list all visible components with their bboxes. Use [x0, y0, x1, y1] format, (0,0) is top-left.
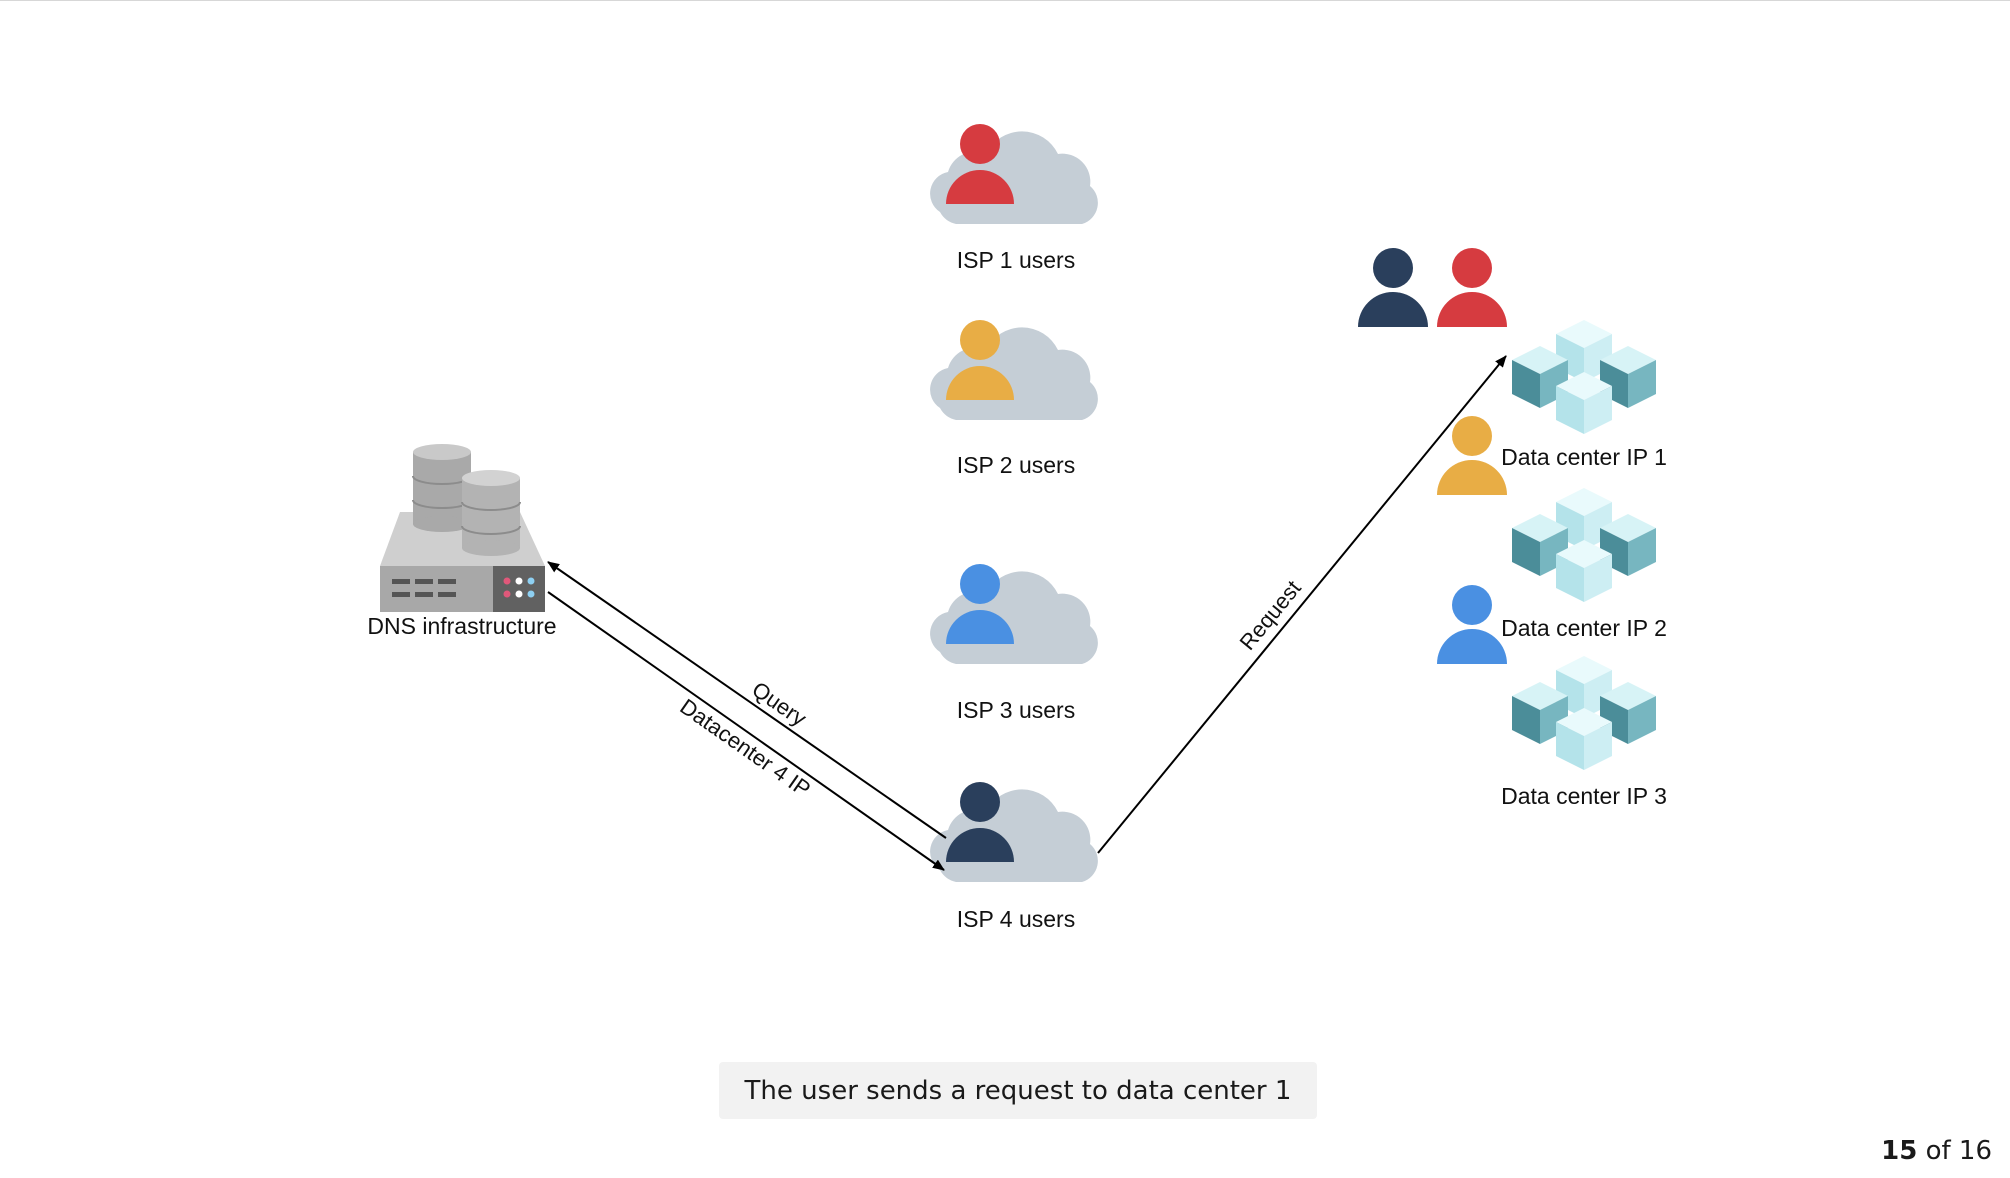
- dc3-label: Data center IP 3: [1501, 783, 1667, 809]
- top-divider: [0, 0, 2010, 1]
- dns-label: DNS infrastructure: [367, 613, 556, 639]
- step-caption: The user sends a request to data center …: [719, 1062, 1317, 1119]
- dc1-cube-icon: [1512, 320, 1656, 434]
- pager-current: 15: [1881, 1136, 1918, 1166]
- slide-pager: 15 of 16: [1881, 1136, 1992, 1166]
- pager-total: 16: [1958, 1136, 1992, 1166]
- request-arrow: [1097, 355, 1507, 854]
- isp3-cloud-user-icon: [930, 564, 1098, 664]
- isp1-label: ISP 1 users: [957, 247, 1075, 273]
- dc2-cube-icon: [1512, 488, 1656, 602]
- pager-separator: of: [1925, 1136, 1951, 1166]
- isp2-label: ISP 2 users: [957, 452, 1075, 478]
- isp4-label: ISP 4 users: [957, 906, 1075, 932]
- isp4-cloud-user-icon: [930, 782, 1098, 882]
- dc1-users-icon: [1358, 248, 1507, 327]
- dc2-label: Data center IP 2: [1501, 615, 1667, 641]
- query-arrow: [547, 561, 947, 839]
- dns-server-icon: [380, 444, 545, 612]
- datacenter-ip-arrow: [547, 591, 945, 871]
- isp2-cloud-user-icon: [930, 320, 1098, 420]
- dc3-user-icon: [1437, 585, 1507, 664]
- dc3-cube-icon: [1512, 656, 1656, 770]
- isp3-label: ISP 3 users: [957, 697, 1075, 723]
- dc1-label: Data center IP 1: [1501, 444, 1667, 470]
- dc2-user-icon: [1437, 416, 1507, 495]
- isp1-cloud-user-icon: [930, 124, 1098, 224]
